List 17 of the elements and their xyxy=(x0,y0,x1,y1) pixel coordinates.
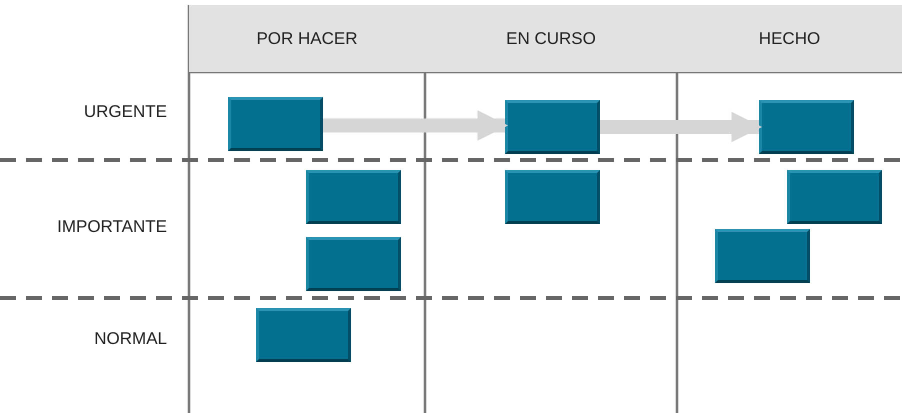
arrow xyxy=(323,110,508,141)
column-header: HECHO xyxy=(677,5,902,72)
task-card xyxy=(505,100,600,154)
task-card xyxy=(505,170,600,224)
row-label: URGENTE xyxy=(84,102,167,122)
task-card xyxy=(787,170,882,224)
task-card xyxy=(306,237,401,291)
arrow xyxy=(600,112,762,142)
task-card xyxy=(306,170,401,224)
row-label: IMPORTANTE xyxy=(57,217,167,237)
task-card xyxy=(256,308,351,362)
task-card xyxy=(759,100,854,154)
column-header: EN CURSO xyxy=(425,5,677,72)
task-card xyxy=(715,229,810,283)
row-label: NORMAL xyxy=(94,329,167,349)
column-header: POR HACER xyxy=(189,5,425,72)
task-card xyxy=(228,97,323,151)
